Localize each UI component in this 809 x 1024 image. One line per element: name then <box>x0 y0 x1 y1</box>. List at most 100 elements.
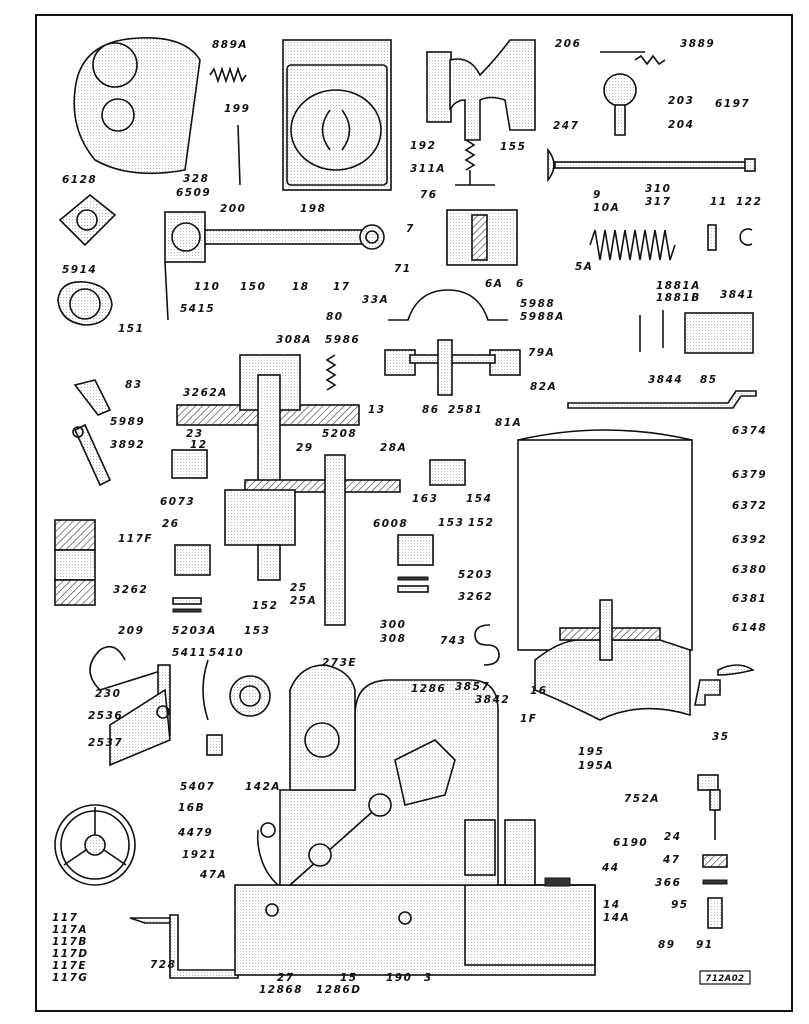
part-6372-tank <box>517 429 755 721</box>
callout-label: 3842 <box>475 694 510 706</box>
callout-label: 310 <box>645 183 671 195</box>
part-85-rod <box>567 390 757 409</box>
part-5410-washer <box>229 675 271 717</box>
part-3841-plate <box>684 312 754 354</box>
part-main-machine <box>234 664 596 976</box>
callout-label: 230 <box>95 688 121 700</box>
callout-label: 190 <box>386 972 412 984</box>
plate-id: 712A02 <box>705 974 744 984</box>
callout-label: 85 <box>700 374 718 386</box>
callout-label: 117 <box>52 912 78 924</box>
part-152-bearing-cap <box>174 544 211 576</box>
callout-label: 317 <box>645 196 671 208</box>
callout-label: 1921 <box>182 849 217 861</box>
callout-label: 2537 <box>88 737 123 749</box>
part-11-keeper <box>707 224 717 251</box>
part-366-washer <box>702 879 728 885</box>
part-6128-plate <box>58 193 117 247</box>
callout-label: 6148 <box>732 622 767 634</box>
callout-label: 3844 <box>648 374 683 386</box>
callout-label: 1881B <box>656 292 701 304</box>
callout-label: 76 <box>420 189 438 201</box>
callout-label: 6128 <box>62 174 97 186</box>
callout-label: 200 <box>220 203 246 215</box>
callout-label: 5411 <box>172 647 207 659</box>
callout-label: 152 <box>252 600 278 612</box>
callout-label: 14A <box>603 912 630 924</box>
part-3262-shim-2 <box>397 585 429 593</box>
part-24-elbow <box>697 774 721 840</box>
part-198-plate <box>282 39 392 191</box>
callout-label: 3892 <box>110 439 145 451</box>
part-152-bearing-cap-2 <box>397 534 434 566</box>
callout-label: 163 <box>412 493 438 505</box>
callout-label: 3262 <box>113 584 148 596</box>
callout-label: 7 <box>406 223 415 235</box>
callout-label: 91 <box>696 939 714 951</box>
callout-label: 195 <box>578 746 604 758</box>
callout-label: 29 <box>296 442 314 454</box>
callout-label: 12868 <box>259 984 303 996</box>
callout-label: 6372 <box>732 500 767 512</box>
callout-label: 2581 <box>448 404 483 416</box>
callout-label: 5208 <box>322 428 357 440</box>
callout-label: 117F <box>118 533 153 545</box>
callout-label: 728 <box>150 959 176 971</box>
callout-label: 117D <box>52 948 89 960</box>
callout-label: 203 <box>668 95 694 107</box>
callout-label: 204 <box>668 119 694 131</box>
part-117-handwheel <box>54 804 136 886</box>
callout-label: 311A <box>410 163 446 175</box>
callout-label: 47 <box>662 854 681 866</box>
callout-label: 308A <box>276 334 312 346</box>
callout-label: 5988 <box>520 298 555 310</box>
diagram-border <box>35 14 793 1012</box>
callout-label: 6509 <box>176 187 211 199</box>
callout-label: 5203A <box>172 625 217 637</box>
callout-label: 6374 <box>732 425 767 437</box>
part-9-valve-stem <box>547 147 756 183</box>
callout-label: 1286D <box>316 984 361 996</box>
callout-label: 150 <box>240 281 266 293</box>
part-203-valve <box>600 51 666 136</box>
part-12-bearing-cap <box>171 449 208 479</box>
part-5914-gasket <box>57 281 113 326</box>
callout-label: 153 <box>438 517 464 529</box>
callout-label: 3857 <box>455 681 490 693</box>
callout-label: 247 <box>553 120 579 132</box>
part-310-spring <box>589 229 676 261</box>
callout-label: 366 <box>655 877 681 889</box>
callout-label: 192 <box>410 140 436 152</box>
callout-label: 743 <box>440 635 466 647</box>
callout-label: 35 <box>712 731 730 743</box>
callout-label: 6379 <box>732 469 767 481</box>
part-328-cover <box>73 37 201 175</box>
callout-label: 28A <box>380 442 407 454</box>
callout-label: 27 <box>277 972 295 984</box>
callout-label: 6A <box>485 278 503 290</box>
callout-label: 25A <box>290 595 317 607</box>
callout-label: 16 <box>530 685 548 697</box>
callout-label: 5410 <box>209 647 244 659</box>
part-5A-block <box>446 209 518 266</box>
part-117F-pulley <box>54 519 96 606</box>
callout-label: 142A <box>245 781 281 793</box>
callout-label: 5986 <box>325 334 360 346</box>
callout-label: 6 <box>516 278 525 290</box>
plate-id-box <box>699 970 751 985</box>
callout-label: 17 <box>333 281 351 293</box>
callout-label: 155 <box>500 141 526 153</box>
callout-label: 328 <box>183 173 209 185</box>
callout-label: 95 <box>671 899 689 911</box>
part-222A-pedal <box>89 645 171 767</box>
callout-label: 24 <box>664 831 682 843</box>
callout-label: 44 <box>601 862 620 874</box>
callout-label: 3841 <box>720 289 755 301</box>
callout-label: 5989 <box>110 416 145 428</box>
callout-label: 12 <box>190 439 208 451</box>
part-728-crank <box>129 914 239 979</box>
callout-label: 153 <box>244 625 270 637</box>
part-5203A-shim <box>172 608 202 613</box>
callout-label: 198 <box>300 203 326 215</box>
